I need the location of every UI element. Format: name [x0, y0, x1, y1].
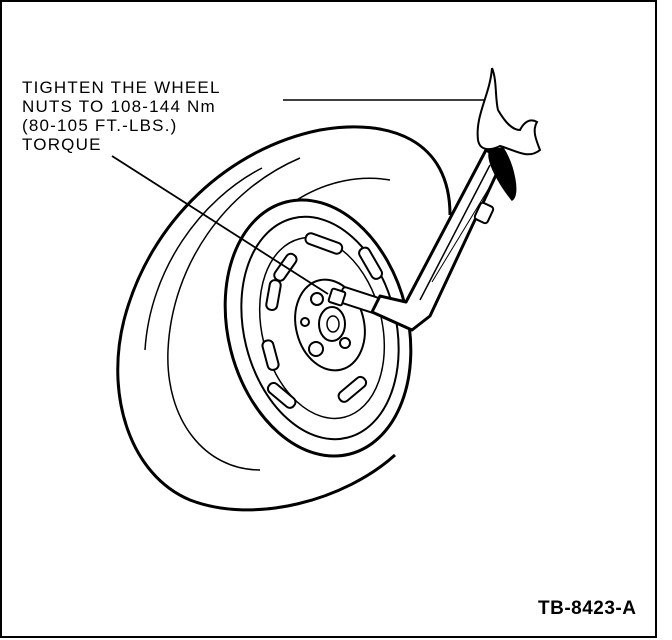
callout-line-3: (80-105 FT.-LBS.): [22, 116, 178, 135]
rim-slots: [261, 232, 383, 409]
tire-outer-edge: [116, 125, 452, 512]
tire-sidewall-line: [167, 157, 301, 471]
wrench-handle-shade: [419, 164, 491, 301]
hub-cap-center: [326, 315, 340, 333]
frame-border: [0, 0, 657, 638]
wrench-scale: [431, 169, 501, 283]
callout-line-2: NUTS TO 108-144 Nm: [22, 97, 216, 116]
lug-nuts: [300, 292, 351, 357]
wrench-knob: [473, 201, 495, 225]
hand-grip: [488, 147, 517, 201]
hub-cap: [318, 306, 346, 342]
callout-line-1: TIGHTEN THE WHEEL: [22, 78, 221, 97]
figure-id: TB-8423-A: [538, 598, 637, 619]
wrench-socket: [327, 286, 380, 314]
hand-outline: [476, 67, 542, 156]
callout-leader: [111, 155, 329, 295]
tire-tread-line: [144, 167, 263, 351]
callout-line-4: TORQUE: [22, 135, 102, 154]
torque-callout: TIGHTEN THE WHEEL NUTS TO 108-144 Nm (80…: [22, 78, 221, 154]
